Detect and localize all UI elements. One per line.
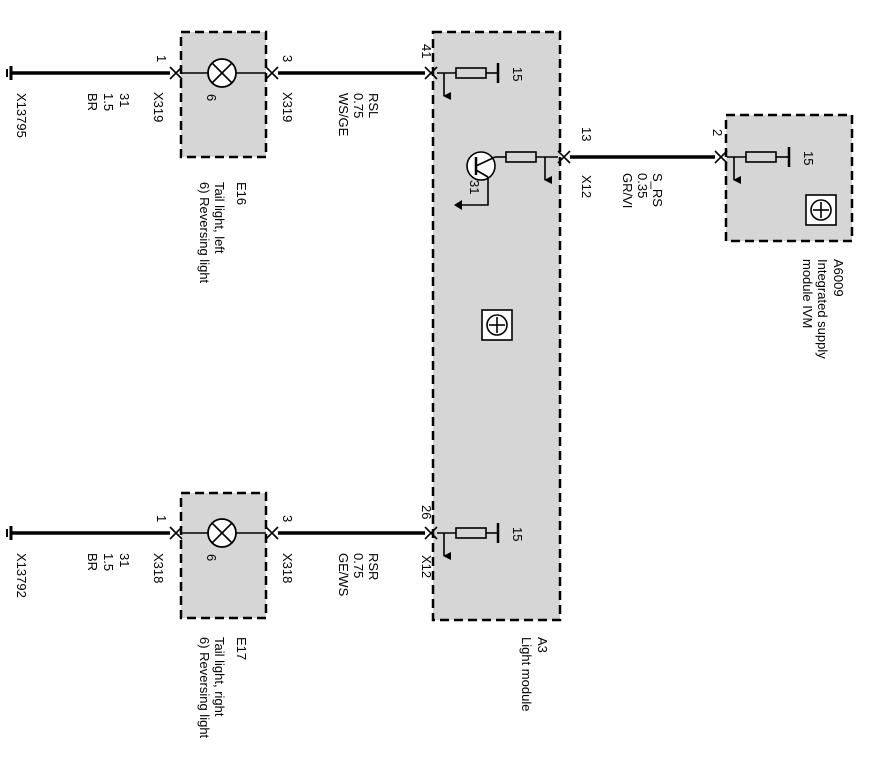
lamp-right-conn-in: X318	[151, 553, 166, 583]
connector-fork-a6009-pin2	[714, 150, 728, 164]
wire-rsr-name: RSR	[366, 553, 381, 580]
ground-symbol-right	[6, 526, 24, 540]
output-driver-bottom	[437, 523, 500, 560]
connector-fork-x319-pin3	[265, 66, 279, 80]
module-terminal-15-top: 15	[510, 67, 525, 81]
wire-srs-size: 0.35	[635, 173, 650, 198]
wire-srs-name: S_RS	[650, 173, 665, 207]
ground-right-id: X13792	[14, 553, 29, 598]
module-chip-icon	[481, 309, 513, 341]
output-driver-top	[437, 63, 500, 100]
ground-left-color: BR	[85, 93, 100, 111]
wire-rsl-name: RSL	[366, 93, 381, 118]
module-desc: Light module	[519, 637, 534, 711]
wire-rsl-color: WS/GE	[336, 93, 351, 137]
module-conn-x12-right: X12	[579, 175, 594, 198]
module-pin-13: 13	[579, 127, 594, 141]
connector-fork-a3-pin41	[424, 66, 438, 80]
lamp-right-pin-lamp: 6	[204, 554, 219, 561]
connector-fork-x319-pin1	[169, 66, 183, 80]
wire-srs-color: GR/VI	[620, 173, 635, 208]
lamp-left-id: E16	[234, 182, 249, 205]
ground-right-terminal: 31	[117, 553, 132, 567]
tail-light-right-housing	[179, 491, 268, 620]
supply-module-id: A6009	[831, 259, 846, 297]
lamp-left-pin-in: 1	[154, 55, 169, 62]
module-conn-x12-bottom: X12	[419, 555, 434, 578]
wire-rsr-size: 0.75	[351, 553, 366, 578]
lamp-left-conn-out: X319	[280, 92, 295, 122]
supply-module-desc2: module IVM	[800, 259, 815, 328]
lamp-icon-left	[182, 58, 266, 88]
ground-left-id: X13795	[14, 93, 29, 138]
module-pin-26: 26	[419, 505, 434, 519]
lamp-right-desc1: Tail light, right	[212, 637, 227, 717]
lamp-left-pin-lamp: 6	[204, 94, 219, 101]
lamp-icon-right	[182, 518, 266, 548]
connector-fork-x318-pin1	[169, 526, 183, 540]
wire-rsr-color: GE/WS	[336, 553, 351, 597]
lamp-right-desc2: 6) Reversing light	[197, 637, 212, 739]
lamp-left-desc2: 6) Reversing light	[197, 182, 212, 284]
ground-left-size: 1.5	[101, 93, 116, 111]
module-id: A3	[535, 637, 550, 653]
lamp-right-pin-out: 3	[280, 515, 295, 522]
ground-left-terminal: 31	[117, 93, 132, 107]
connector-fork-x318-pin3	[265, 526, 279, 540]
supply-chip-icon	[805, 194, 837, 226]
lamp-right-id: E17	[234, 637, 249, 660]
ground-right-size: 1.5	[101, 553, 116, 571]
transistor-icon	[454, 151, 496, 210]
supply-module-desc1: Integrated supply	[815, 259, 830, 359]
lamp-left-pin-out: 3	[280, 55, 295, 62]
connector-fork-x12-pin13	[557, 150, 571, 164]
supply-pin-2: 2	[710, 129, 725, 136]
ground-symbol-left	[6, 66, 24, 80]
module-terminal-15-bottom: 15	[510, 527, 525, 541]
supply-input-circuit	[727, 147, 791, 184]
supply-terminal-15: 15	[801, 151, 816, 165]
lamp-left-desc1: Tail light, left	[212, 182, 227, 254]
input-circuit-mid	[495, 151, 558, 184]
lamp-right-pin-in: 1	[154, 515, 169, 522]
module-ground-31: 31	[467, 180, 482, 194]
connector-fork-a3-pin26	[424, 526, 438, 540]
lamp-left-conn-in: X319	[151, 92, 166, 122]
wire-rsl-size: 0.75	[351, 93, 366, 118]
tail-light-left-housing	[179, 30, 268, 159]
ground-right-color: BR	[85, 553, 100, 571]
module-pin-41: 41	[419, 44, 434, 58]
lamp-right-conn-out: X318	[280, 553, 295, 583]
